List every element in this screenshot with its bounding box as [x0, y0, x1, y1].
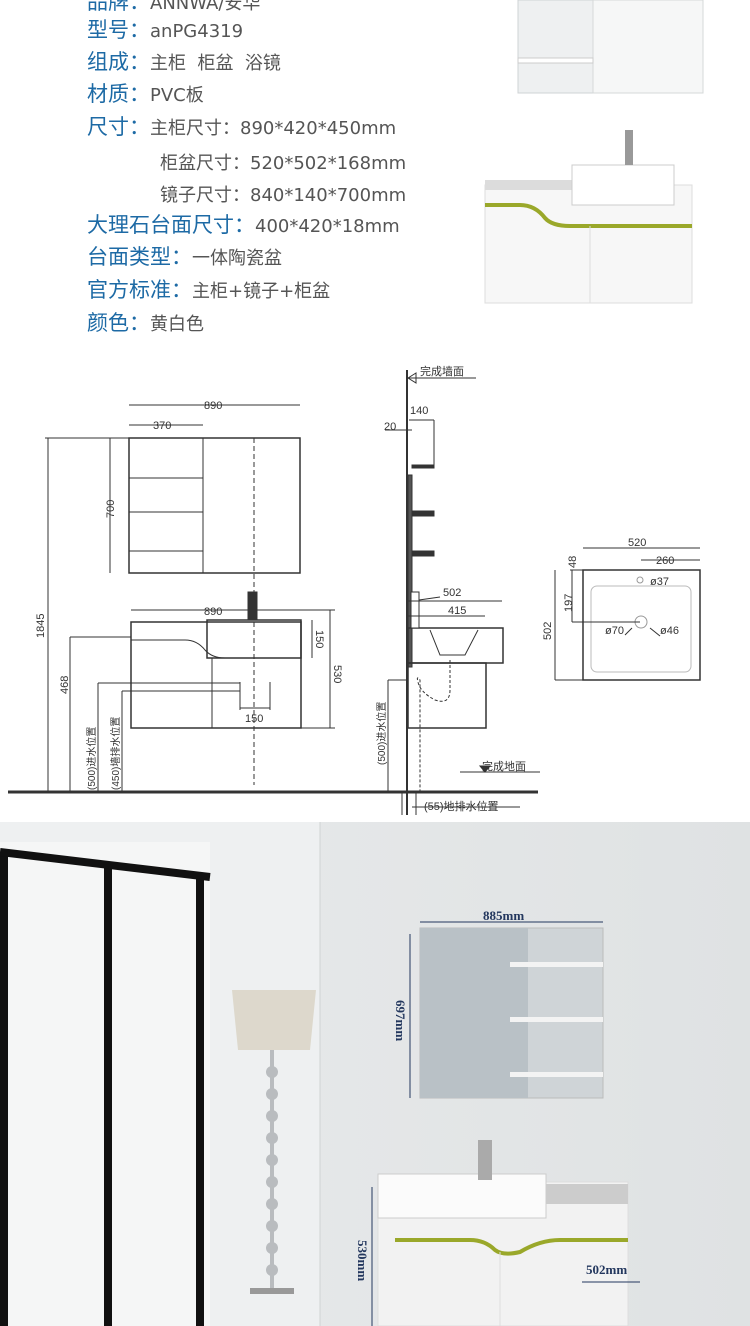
dim-side-total-depth: 502 — [443, 587, 461, 599]
dim-top-half: 260 — [656, 555, 674, 567]
label-wall: 完成墙面 — [420, 364, 464, 378]
spec-color: 颜色：黄白色 — [87, 311, 204, 335]
dim-drain: ø70 — [605, 625, 624, 637]
dim-basin-height: 150 — [313, 630, 325, 648]
dim-mirror-height: 700 — [105, 500, 117, 518]
photo-mirror-width: 885mm — [483, 908, 525, 923]
dim-cabinet-width: 890 — [204, 606, 222, 618]
spec-top-type: 台面类型：一体陶瓷盆 — [87, 245, 282, 269]
room-photo — [0, 822, 750, 1326]
dim-shelf-width: 370 — [153, 420, 171, 432]
photo-cabinet-depth: 502mm — [586, 1262, 628, 1277]
dim-side-gap: 20 — [384, 421, 396, 433]
dim-side-basin-depth: 415 — [448, 605, 466, 617]
product-thumbnail — [484, 0, 704, 304]
spec-mirror-size: 镜子尺寸：840*140*700mm — [160, 185, 407, 206]
dim-top-width: 520 — [628, 537, 646, 549]
dim-cabinet-height: 530 — [331, 665, 343, 683]
dim-top-offset: 48 — [567, 556, 579, 568]
dim-pipe-spacing: 150 — [245, 713, 263, 725]
photo-cabinet-height: 530mm — [355, 1240, 370, 1282]
spec-basin-size: 柜盆尺寸：520*502*168mm — [160, 153, 407, 174]
dim-mirror-width: 890 — [204, 400, 222, 412]
label-front-inlet: (500)进水位置 — [85, 727, 98, 790]
spec-composition: 组成：主柜 柜盆 浴镜 — [87, 50, 281, 74]
dim-top-height: 468 — [59, 676, 71, 694]
label-floor-drain: (55)地排水位置 — [424, 799, 499, 813]
dim-side-depth: 140 — [410, 405, 428, 417]
dim-overflow: ø46 — [660, 625, 679, 637]
dim-faucet-hole: ø37 — [650, 576, 669, 588]
photo-mirror-height: 697mm — [393, 1000, 408, 1042]
spec-size: 尺寸：主柜尺寸：890*420*450mm — [87, 115, 397, 139]
dim-faucet-offset: 197 — [563, 594, 575, 612]
label-floor: 完成地面 — [482, 759, 526, 773]
spec-model: 型号：anPG4319 — [87, 18, 244, 42]
spec-brand: 品牌：ANNWA/安华 — [87, 0, 261, 14]
dimension-drawing: 890 370 700 1845 890 150 530 468 150 (50… — [8, 364, 701, 815]
dim-top-depth: 502 — [542, 622, 554, 640]
spec-marble-size: 大理石台面尺寸：400*420*18mm — [87, 213, 400, 237]
spec-material: 材质：PVC板 — [87, 82, 204, 106]
dim-total-height: 1845 — [35, 614, 47, 638]
label-side-inlet: (500)进水位置 — [375, 702, 388, 765]
label-wall-drain: (450)墙排水位置 — [109, 717, 122, 790]
spec-standard: 官方标准：主柜+镜子+柜盆 — [87, 278, 331, 302]
